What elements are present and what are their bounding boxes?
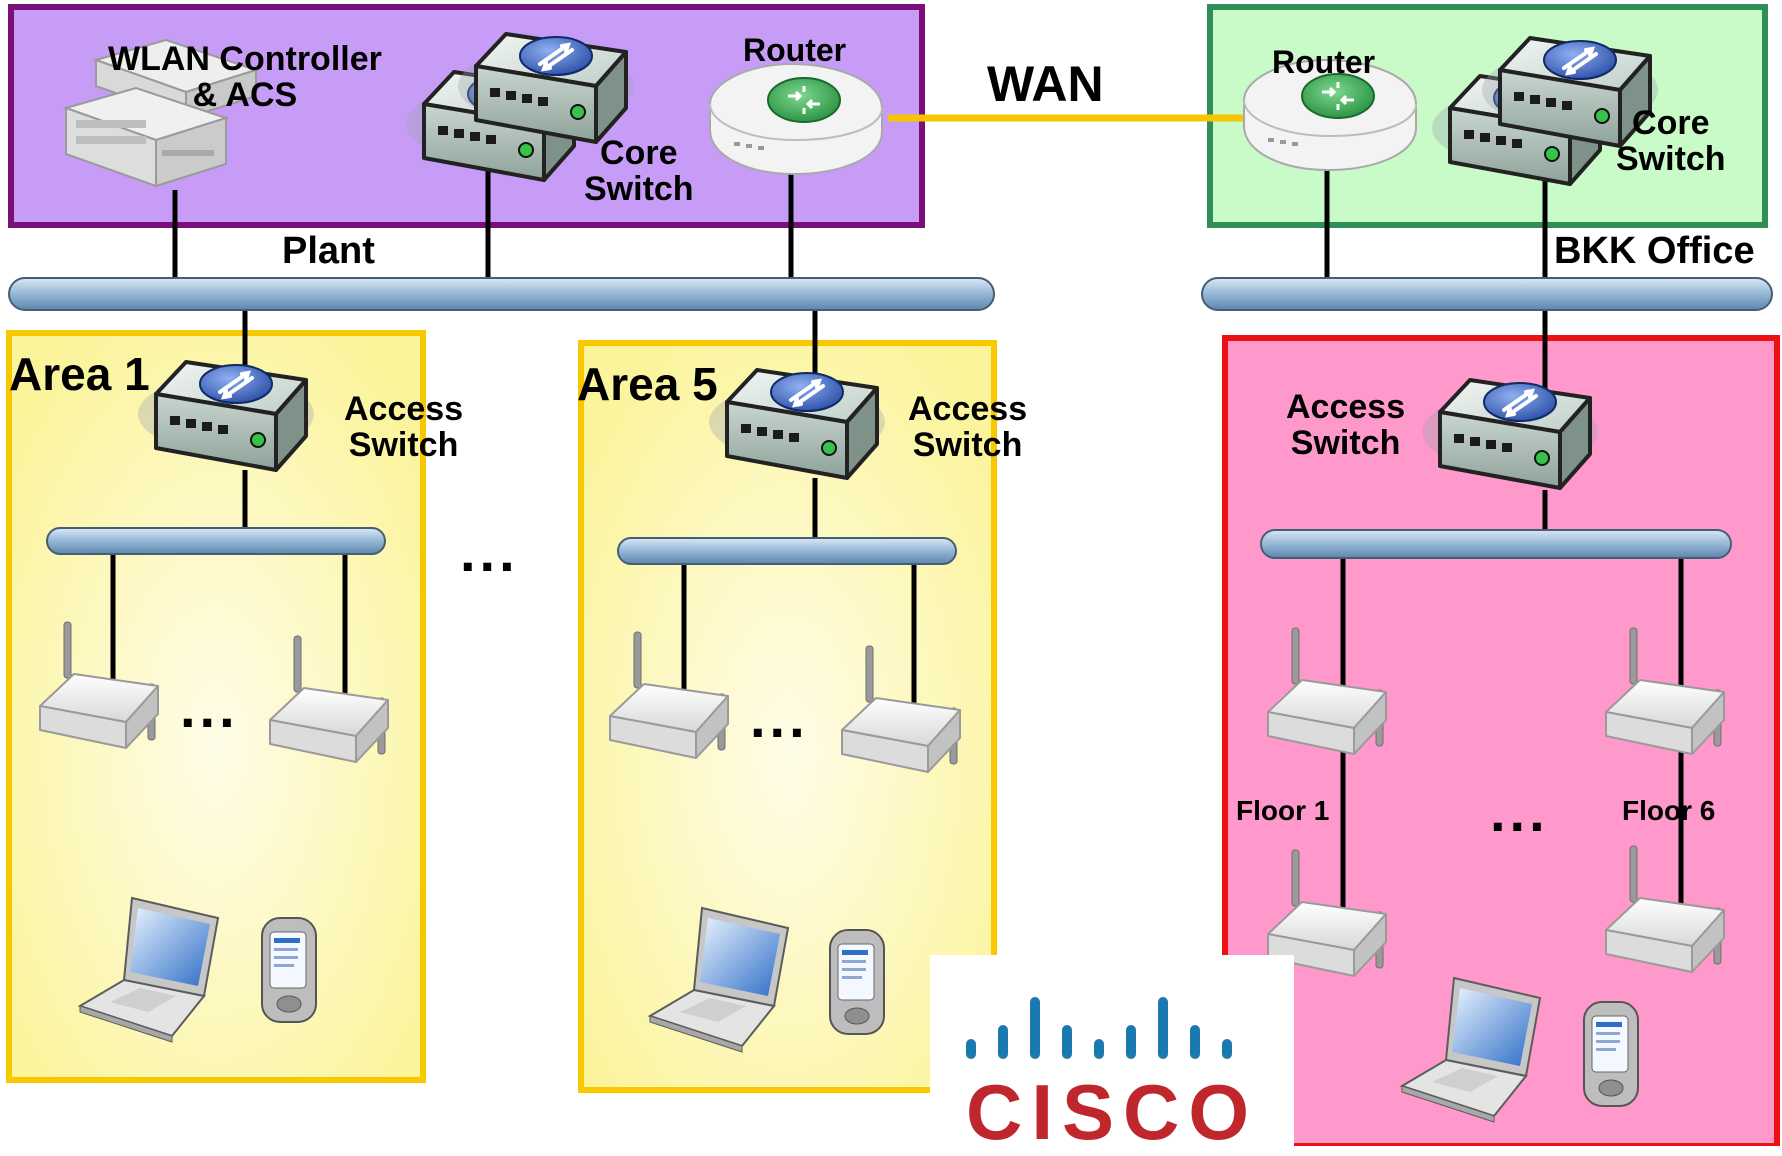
pda-icon	[1583, 1001, 1639, 1107]
wlan-controller-label: WLAN Controller& ACS	[108, 40, 382, 114]
office-site-label: BKK Office	[1554, 230, 1755, 272]
cisco-logo: CISCO	[930, 955, 1294, 1151]
plant-site-label: Plant	[282, 230, 375, 272]
area-1-label: Area 1	[9, 348, 150, 400]
cisco-bars-icon	[966, 997, 1232, 1059]
plant-router-label: Router	[743, 32, 847, 68]
area-5-label: Area 5	[577, 358, 718, 410]
office-router-label: Router	[1272, 44, 1376, 80]
floor-6-label: Floor 6	[1622, 795, 1716, 826]
office-bus	[1201, 277, 1773, 311]
pda-icon	[829, 929, 885, 1035]
area-1-ap-ellipsis: ...	[180, 676, 239, 739]
floors-ellipsis: ...	[1490, 780, 1549, 843]
pda-icon	[261, 917, 317, 1023]
plant-bus	[8, 277, 995, 311]
floors-bus	[1260, 529, 1732, 559]
wan-label: WAN	[987, 56, 1104, 112]
area-1-bus	[46, 527, 386, 555]
area-5-bus	[617, 537, 957, 565]
floor-1-label: Floor 1	[1236, 795, 1330, 826]
area-5-ap-ellipsis: ...	[750, 686, 809, 749]
router-icon	[708, 62, 884, 176]
areas-ellipsis: ...	[460, 520, 519, 583]
cisco-wordmark: CISCO	[965, 1068, 1259, 1156]
